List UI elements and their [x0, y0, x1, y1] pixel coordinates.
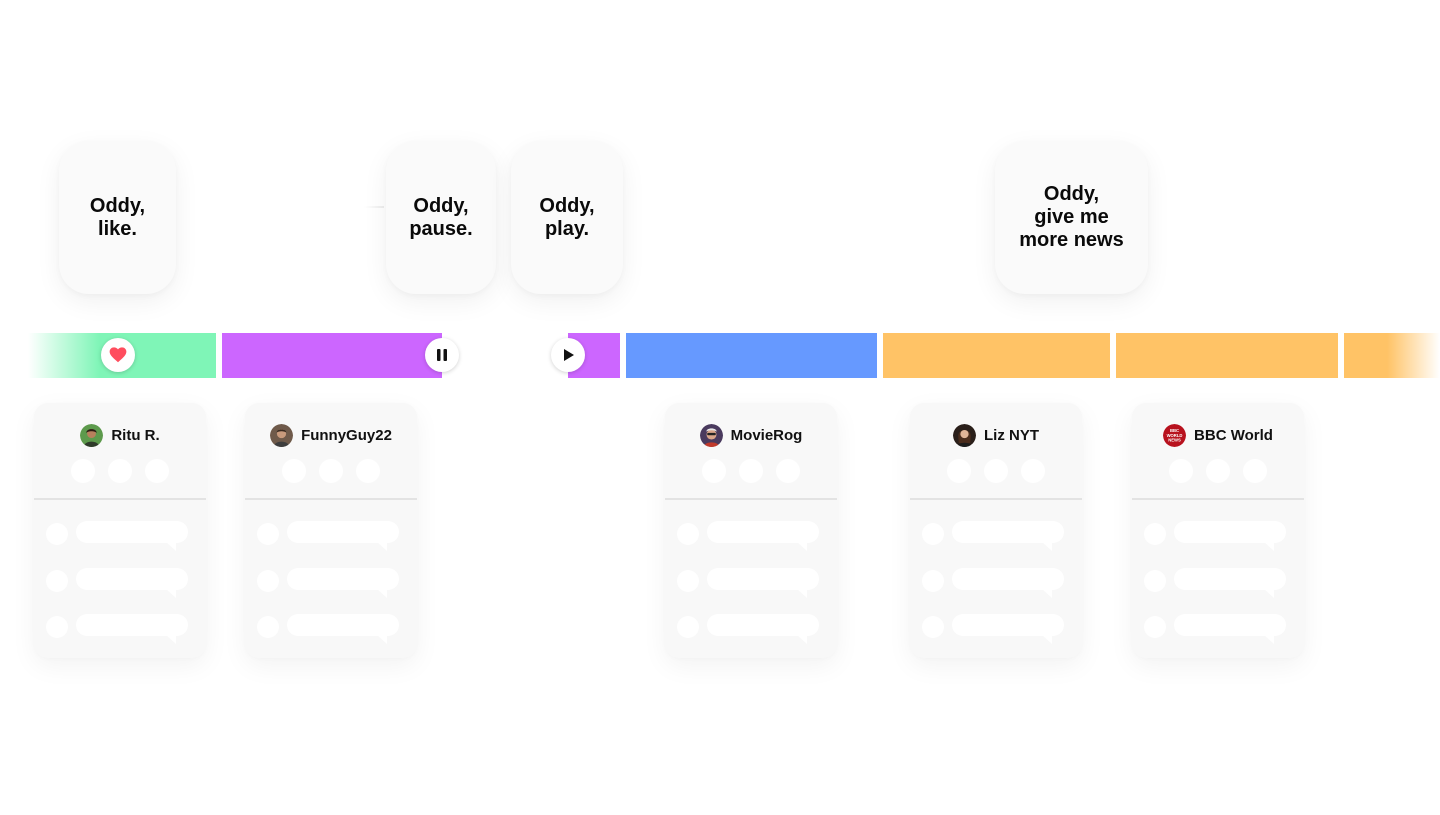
card-name: Ritu R. [111, 426, 160, 444]
bubble-connector [364, 206, 384, 208]
reaction-dot[interactable] [1169, 459, 1193, 483]
command-bubble-play: Oddy, play. [511, 141, 623, 294]
reaction-dots [910, 459, 1082, 483]
card-header: Ritu R. [34, 423, 206, 447]
reaction-dot[interactable] [356, 459, 380, 483]
avatar-ritu [80, 423, 104, 447]
timeline-segment-purple [222, 333, 442, 378]
avatar-funnyguy [270, 423, 294, 447]
feed-card-bbc[interactable]: BBC WORLD NEWS BBC World [1132, 403, 1304, 658]
card-header: Liz NYT [910, 423, 1082, 447]
svg-text:WORLD: WORLD [1167, 432, 1183, 437]
svg-text:NEWS: NEWS [1168, 437, 1181, 442]
reaction-dots [1132, 459, 1304, 483]
comment-placeholder [257, 568, 407, 598]
comment-placeholder [1144, 521, 1294, 551]
command-text-more-news: Oddy, give me more news [1019, 183, 1124, 251]
reaction-dot[interactable] [984, 459, 1008, 483]
command-text-pause: Oddy, pause. [409, 194, 473, 240]
timeline-segment-orange-3 [1344, 333, 1440, 378]
card-divider [245, 498, 417, 500]
comment-placeholder [1144, 568, 1294, 598]
reaction-dot[interactable] [145, 459, 169, 483]
timeline-segment-blue [626, 333, 877, 378]
pause-marker[interactable] [425, 338, 459, 372]
reaction-dot[interactable] [947, 459, 971, 483]
reaction-dot[interactable] [108, 459, 132, 483]
card-name: MovieRog [730, 426, 803, 444]
comment-placeholder [257, 521, 407, 551]
reaction-dot[interactable] [702, 459, 726, 483]
feed-card-funnyguy[interactable]: FunnyGuy22 [245, 403, 417, 658]
comment-placeholder [46, 521, 196, 551]
comment-placeholder [677, 521, 827, 551]
heart-icon [109, 347, 127, 363]
card-divider [910, 498, 1082, 500]
comment-placeholder [922, 521, 1072, 551]
reaction-dot[interactable] [1243, 459, 1267, 483]
timeline-segment-orange-1 [883, 333, 1110, 378]
reaction-dot[interactable] [739, 459, 763, 483]
reaction-dots [34, 459, 206, 483]
command-text-play: Oddy, play. [539, 194, 595, 240]
comment-placeholder [677, 568, 827, 598]
bbc-world-news-logo: BBC WORLD NEWS [1163, 423, 1187, 447]
reaction-dot[interactable] [776, 459, 800, 483]
card-name: FunnyGuy22 [301, 426, 392, 444]
reaction-dot[interactable] [71, 459, 95, 483]
card-header: MovieRog [665, 423, 837, 447]
reaction-dot[interactable] [1206, 459, 1230, 483]
reaction-dot[interactable] [1021, 459, 1045, 483]
card-divider [34, 498, 206, 500]
reaction-dots [665, 459, 837, 483]
reaction-dots [245, 459, 417, 483]
feed-card-liz[interactable]: Liz NYT [910, 403, 1082, 658]
command-bubble-pause: Oddy, pause. [386, 141, 496, 294]
comment-placeholder [922, 568, 1072, 598]
pause-icon [437, 349, 447, 361]
card-header: BBC WORLD NEWS BBC World [1132, 423, 1304, 447]
like-marker[interactable] [101, 338, 135, 372]
command-bubble-like: Oddy, like. [59, 141, 176, 294]
svg-text:BBC: BBC [1170, 428, 1179, 433]
feed-card-ritu[interactable]: Ritu R. [34, 403, 206, 658]
card-divider [665, 498, 837, 500]
comment-placeholder [677, 614, 827, 644]
card-header: FunnyGuy22 [245, 423, 417, 447]
avatar-movierog [699, 423, 723, 447]
card-name: Liz NYT [984, 426, 1039, 444]
play-marker[interactable] [551, 338, 585, 372]
card-name: BBC World [1194, 426, 1273, 444]
reaction-dot[interactable] [319, 459, 343, 483]
comment-placeholder [922, 614, 1072, 644]
timeline-segment-orange-2 [1116, 333, 1338, 378]
card-divider [1132, 498, 1304, 500]
comment-placeholder [46, 614, 196, 644]
comment-placeholder [1144, 614, 1294, 644]
avatar-liz [953, 423, 976, 447]
command-text-like: Oddy, like. [89, 194, 146, 240]
comment-placeholder [257, 614, 407, 644]
feed-card-movierog[interactable]: MovieRog [665, 403, 837, 658]
play-icon [564, 349, 574, 361]
command-bubble-more-news: Oddy, give me more news [995, 141, 1148, 294]
comment-placeholder [46, 568, 196, 598]
reaction-dot[interactable] [282, 459, 306, 483]
